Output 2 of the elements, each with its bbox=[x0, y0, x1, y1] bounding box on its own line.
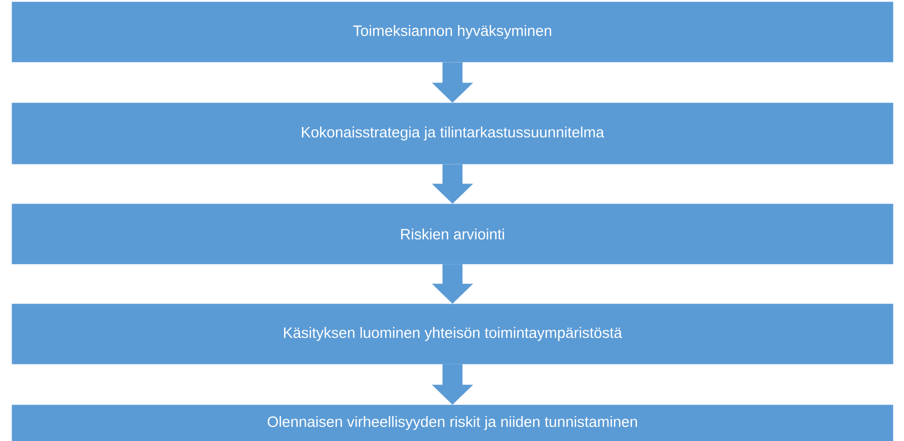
process-box: Toimeksiannon hyväksyminen bbox=[12, 2, 894, 62]
process-box: Olennaisen virheellisyyden riskit ja niiden tunnistaminen bbox=[12, 404, 894, 441]
